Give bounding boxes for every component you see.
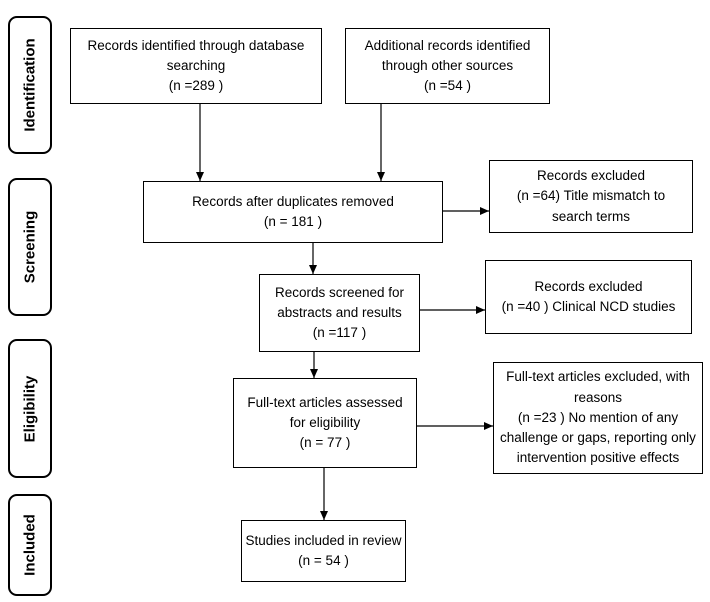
database-records-line2: searching xyxy=(166,57,226,73)
excluded-fulltext-line2: reasons xyxy=(573,389,623,405)
stage-eligibility-label: Eligibility xyxy=(21,375,39,442)
stage-included: Included xyxy=(8,494,52,596)
stage-screening: Screening xyxy=(8,178,52,316)
database-records-box: Records identified through database sear… xyxy=(70,28,322,104)
screened-box: Records screened for abstracts and resul… xyxy=(259,274,420,352)
stage-identification-label: Identification xyxy=(21,38,39,132)
after-duplicates-box: Records after duplicates removed (n = 18… xyxy=(143,181,443,243)
fulltext-line1: Full-text articles assessed xyxy=(247,394,403,410)
excluded-clinical-box: Records excluded (n =40 ) Clinical NCD s… xyxy=(485,260,692,334)
screened-line1: Records screened for xyxy=(274,284,405,300)
excluded-title-line1: Records excluded xyxy=(536,168,646,184)
stage-included-label: Included xyxy=(21,514,39,576)
stage-screening-label: Screening xyxy=(21,210,39,284)
other-records-count: (n =54 ) xyxy=(424,78,471,94)
fulltext-box: Full-text articles assessed for eligibil… xyxy=(233,378,417,468)
excluded-fulltext-line3: (n =23 ) No mention of any xyxy=(517,409,679,425)
excluded-title-line2: (n =64) Title mismatch to xyxy=(516,188,666,204)
fulltext-count: (n = 77 ) xyxy=(299,435,351,451)
excluded-fulltext-line1: Full-text articles excluded, with xyxy=(506,369,690,385)
database-records-line1: Records identified through database xyxy=(87,37,305,53)
other-records-box: Additional records identified through ot… xyxy=(345,28,550,104)
excluded-fulltext-box: Full-text articles excluded, with reason… xyxy=(493,362,703,474)
stage-identification: Identification xyxy=(8,16,52,154)
stage-eligibility: Eligibility xyxy=(8,339,52,478)
excluded-clinical-line2: (n =40 ) Clinical NCD studies xyxy=(501,299,676,314)
other-records-line1: Additional records identified xyxy=(364,37,531,53)
other-records-line2: through other sources xyxy=(381,57,514,73)
fulltext-line2: for eligibility xyxy=(289,414,361,430)
screened-count: (n =117 ) xyxy=(312,325,367,341)
screened-line2: abstracts and results xyxy=(277,304,402,320)
after-duplicates-count: (n = 181 ) xyxy=(263,214,323,229)
excluded-clinical-line1: Records excluded xyxy=(534,278,643,294)
after-duplicates-line1: Records after duplicates removed xyxy=(192,193,394,209)
excluded-fulltext-line4: challenge or gaps, reporting only xyxy=(500,430,696,446)
excluded-fulltext-line5: intervention positive effects xyxy=(516,450,680,466)
excluded-title-line3: search terms xyxy=(551,208,631,224)
included-studies-line1: Studies included in review xyxy=(245,532,402,548)
included-studies-box: Studies included in review (n = 54 ) xyxy=(241,520,406,582)
excluded-title-box: Records excluded (n =64) Title mismatch … xyxy=(489,160,693,233)
included-studies-count: (n = 54 ) xyxy=(298,553,349,568)
database-records-count: (n =289 ) xyxy=(168,78,224,94)
